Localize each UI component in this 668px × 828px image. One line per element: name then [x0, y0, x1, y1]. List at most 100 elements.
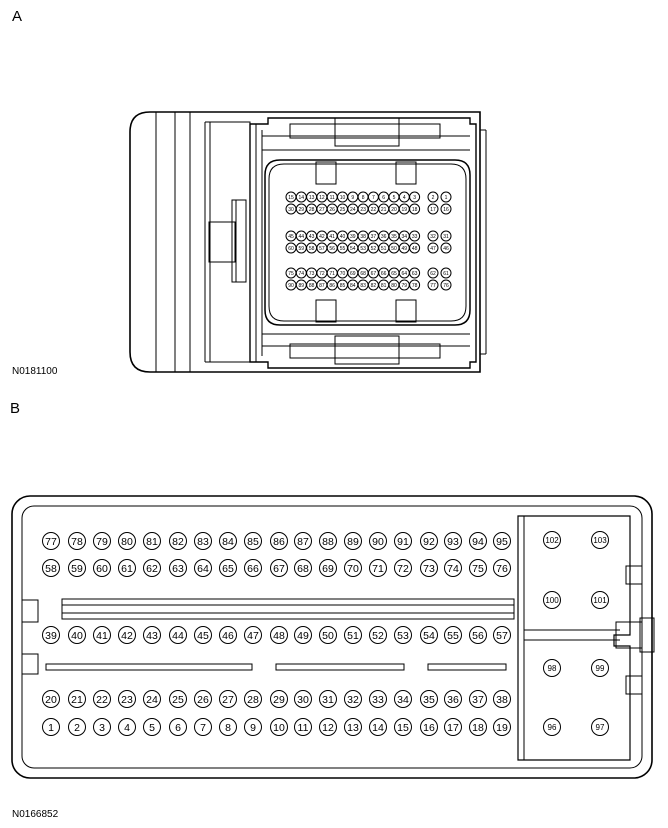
pin-label-10: 10: [273, 722, 285, 734]
pin-label-54: 54: [350, 246, 356, 252]
pin-58: [42, 559, 60, 577]
pin-label-59: 59: [299, 246, 305, 252]
pin-label-50: 50: [391, 246, 397, 252]
pin-label-87: 87: [297, 536, 309, 548]
pin-label-61: 61: [121, 563, 133, 575]
pin-78: [68, 532, 86, 550]
pin-label-3: 3: [413, 195, 416, 201]
pin-label-41: 41: [96, 630, 108, 642]
pin-31: [440, 230, 452, 242]
pin-label-9: 9: [351, 195, 354, 201]
pin-77: [42, 532, 60, 550]
pin-label-27: 27: [319, 207, 325, 213]
pin-label-81: 81: [381, 283, 387, 289]
pin-label-69: 69: [350, 271, 356, 277]
pin-label-38: 38: [496, 694, 508, 706]
pin-label-83: 83: [197, 536, 209, 548]
pin-52: [369, 626, 387, 644]
pin-label-64: 64: [197, 563, 209, 575]
pin-label-66: 66: [247, 563, 259, 575]
pin-label-70: 70: [340, 271, 346, 277]
pin-label-46: 46: [222, 630, 234, 642]
pin-label-11: 11: [330, 195, 335, 201]
pin-6: [169, 718, 187, 736]
pin-102: [543, 531, 561, 549]
pin-label-16: 16: [423, 722, 435, 734]
pin-100: [543, 591, 561, 609]
pin-24: [143, 690, 161, 708]
pin-label-53: 53: [397, 630, 409, 642]
pin-33: [409, 230, 421, 242]
pin-label-47: 47: [247, 630, 259, 642]
pin-label-42: 42: [121, 630, 133, 642]
pin-label-3: 3: [99, 722, 105, 734]
pin-90: [369, 532, 387, 550]
figure-b-label: B: [10, 400, 21, 417]
pin-57: [493, 626, 511, 644]
pin-label-51: 51: [381, 246, 387, 252]
pin-label-91: 91: [397, 536, 409, 548]
pin-label-59: 59: [71, 563, 83, 575]
pin-label-80: 80: [391, 283, 397, 289]
pin-72: [394, 559, 412, 577]
pin-label-15: 15: [397, 722, 409, 734]
pin-47: [427, 242, 439, 254]
figure-b-code: N0166852: [12, 809, 59, 820]
pin-54: [420, 626, 438, 644]
pin-56: [469, 626, 487, 644]
pin-label-35: 35: [391, 234, 397, 240]
pin-label-41: 41: [329, 234, 335, 240]
pin-2: [68, 718, 86, 736]
pin-label-13: 13: [347, 722, 359, 734]
pin-85: [244, 532, 262, 550]
pin-45: [194, 626, 212, 644]
pin-label-48: 48: [412, 246, 418, 252]
pin-26: [194, 690, 212, 708]
pin-label-21: 21: [71, 694, 83, 706]
pin-84: [219, 532, 237, 550]
pin-label-19: 19: [402, 207, 408, 213]
pin-44: [169, 626, 187, 644]
pin-label-97: 97: [596, 723, 605, 732]
pin-48: [409, 242, 421, 254]
pin-label-102: 102: [545, 536, 559, 545]
pin-79: [93, 532, 111, 550]
pin-42: [118, 626, 136, 644]
pin-18: [469, 718, 487, 736]
pin-38: [493, 690, 511, 708]
pin-10: [270, 718, 288, 736]
pin-label-8: 8: [225, 722, 231, 734]
pin-32: [344, 690, 362, 708]
pin-label-33: 33: [372, 694, 384, 706]
pin-label-84: 84: [222, 536, 234, 548]
pin-label-2: 2: [432, 195, 435, 201]
pin-label-71: 71: [372, 563, 384, 575]
pin-80: [118, 532, 136, 550]
pin-63: [409, 267, 421, 279]
pin-label-52: 52: [371, 246, 377, 252]
pin-label-24: 24: [350, 207, 356, 213]
pin-49: [294, 626, 312, 644]
pin-label-56: 56: [329, 246, 335, 252]
pin-label-25: 25: [340, 207, 346, 213]
figure-a-label: A: [12, 8, 23, 25]
pin-label-93: 93: [447, 536, 459, 548]
pin-88: [319, 532, 337, 550]
pin-4: [118, 718, 136, 736]
pin-60: [93, 559, 111, 577]
pin-label-39: 39: [45, 630, 57, 642]
pin-label-71: 71: [329, 271, 335, 277]
pin-29: [270, 690, 288, 708]
pin-14: [369, 718, 387, 736]
pin-62: [143, 559, 161, 577]
pin-22: [93, 690, 111, 708]
pin-label-16: 16: [443, 207, 449, 213]
pin-label-23: 23: [121, 694, 133, 706]
pin-33: [369, 690, 387, 708]
pin-16: [420, 718, 438, 736]
pin-label-44: 44: [172, 630, 184, 642]
pin-103: [591, 531, 609, 549]
pin-label-83: 83: [360, 283, 366, 289]
pin-46: [219, 626, 237, 644]
pin-18: [409, 203, 421, 215]
